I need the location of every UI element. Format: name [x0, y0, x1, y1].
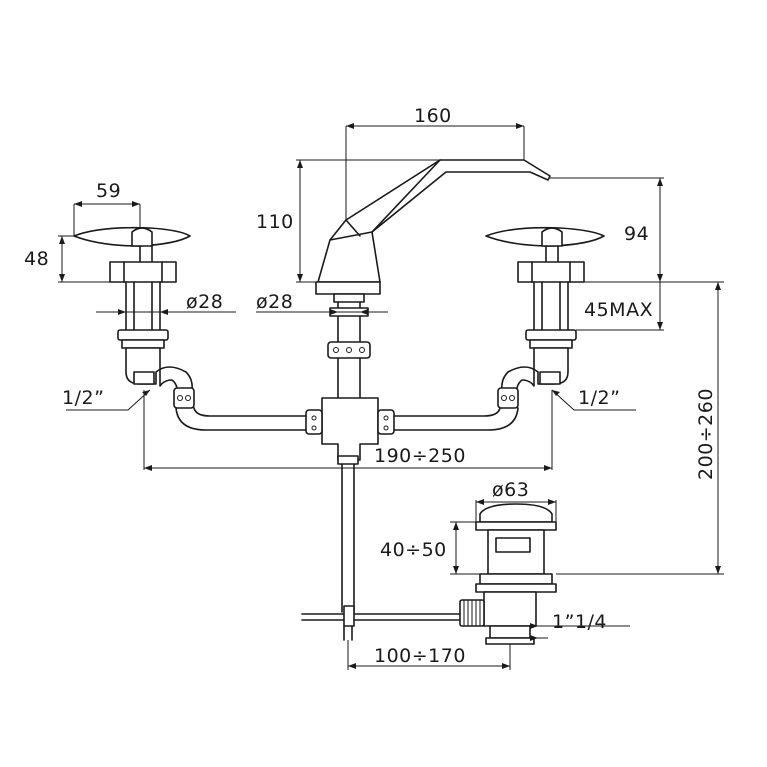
label-left-inlet: 1/2” [62, 387, 104, 409]
drain-assembly [459, 503, 557, 645]
label-total-height: 200÷260 [695, 388, 717, 480]
label-handle-width: 59 [96, 180, 121, 202]
label-center-diameter: ø28 [256, 291, 293, 313]
popup-rod [301, 455, 461, 641]
left-valve [73, 226, 195, 409]
dimension-lines [58, 123, 724, 670]
connecting-pipes [175, 407, 519, 431]
label-drain-thread: 1”1/4 [552, 611, 607, 633]
spout [305, 159, 551, 461]
label-rod-length: 100÷170 [374, 645, 466, 667]
label-spout-height: 110 [256, 211, 294, 233]
label-spread: 190÷250 [374, 445, 466, 467]
label-drain-height: 40÷50 [380, 539, 447, 561]
label-handle-height: 48 [24, 248, 49, 270]
label-right-inlet: 1/2” [578, 387, 620, 409]
label-drain-diameter: ø63 [492, 479, 529, 501]
label-left-diameter: ø28 [186, 291, 223, 313]
right-valve [485, 226, 605, 409]
label-max-deck: 45MAX [584, 299, 653, 321]
dimension-labels: 160 59 48 110 94 ø28 ø28 45MAX 1/2” 1/2”… [24, 105, 717, 667]
label-spout-reach: 160 [414, 105, 452, 127]
label-right-height: 94 [624, 223, 649, 245]
